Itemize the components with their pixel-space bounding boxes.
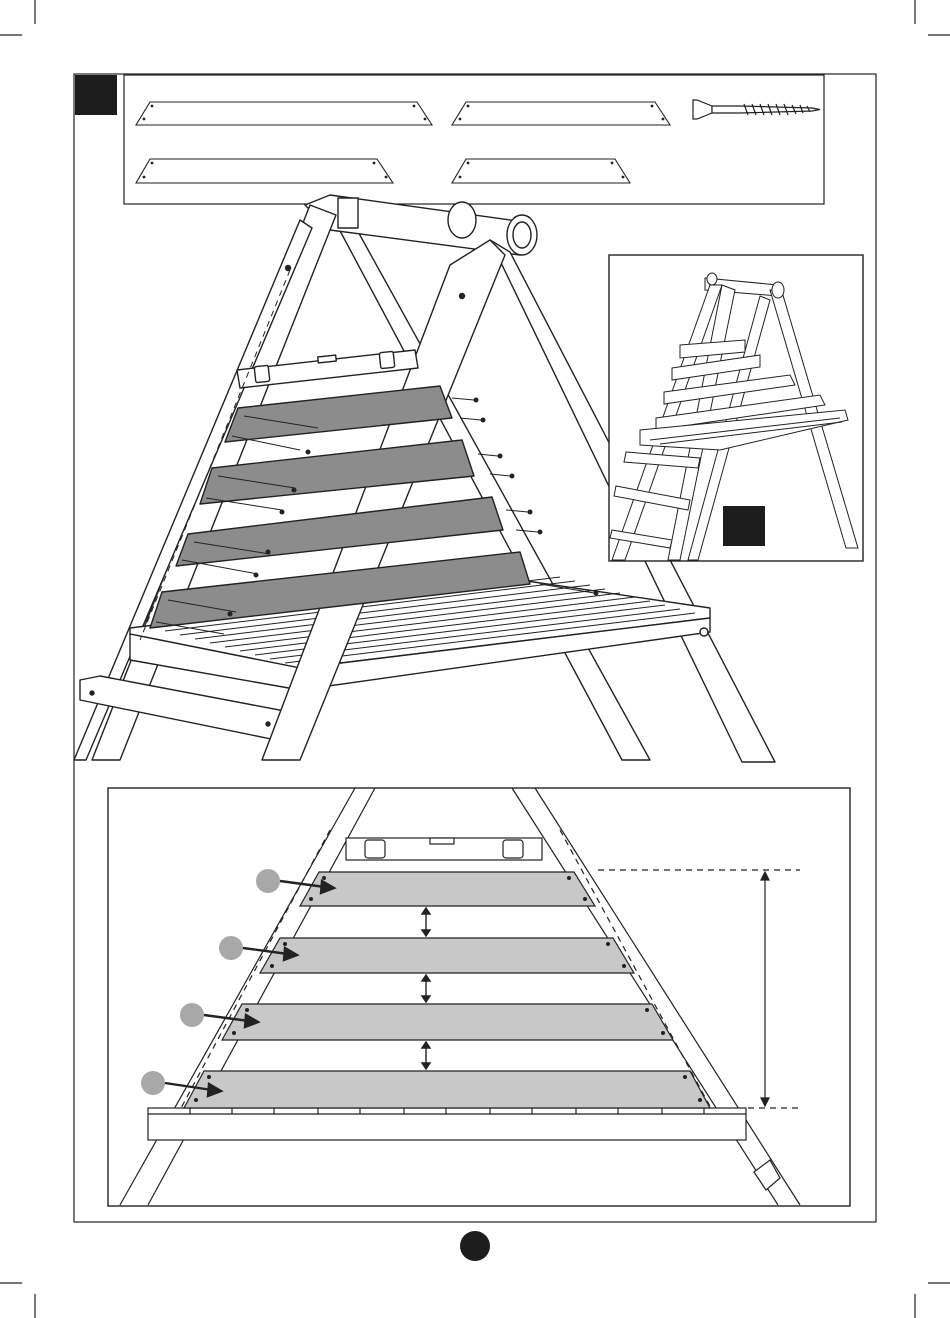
detail-view	[108, 788, 850, 1206]
spirit-level-icon	[346, 838, 542, 860]
parts-panel	[124, 75, 824, 204]
inset-overview	[609, 255, 863, 561]
page-number-badge	[460, 1231, 490, 1261]
step-badge	[75, 75, 117, 115]
inset-badge	[723, 506, 765, 546]
